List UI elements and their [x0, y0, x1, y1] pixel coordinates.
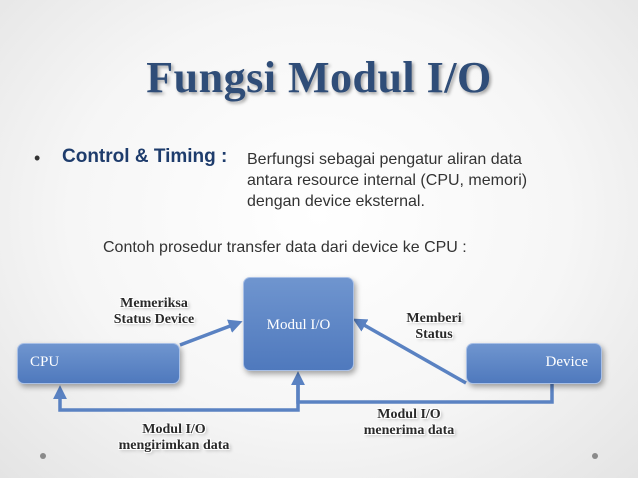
device-label: Device: [545, 354, 588, 370]
edge-label-line: Status: [415, 327, 453, 342]
edge-label-line: Modul I/O: [377, 407, 441, 422]
example-note: Contoh prosedur transfer data dari devic…: [103, 239, 467, 256]
edge-label-line: mengirimkan data: [118, 438, 230, 453]
description-line: antara resource internal (CPU, memori): [247, 172, 528, 189]
page-title: Fungsi Modul I/O: [146, 53, 492, 102]
edge-label-line: Memberi: [406, 311, 462, 326]
edge-label-memeriksa-status: Memeriksa Status Device: [98, 296, 210, 328]
description-line: dengan device eksternal.: [247, 193, 425, 210]
slide-corner-dot-icon: [40, 453, 46, 459]
description-line: Berfungsi sebagai pengatur aliran data: [247, 151, 522, 168]
modul-io-label: Modul I/O: [266, 317, 331, 333]
edge-label-line: Status Device: [113, 312, 195, 327]
modul-io-node: Modul I/O: [243, 277, 354, 371]
cpu-node: CPU: [17, 343, 180, 384]
device-node: Device: [466, 343, 602, 384]
bullet-term: Control & Timing :: [62, 146, 228, 167]
arrow-device-to-modul: [352, 318, 467, 385]
arrow-cpu-to-modul: [179, 319, 243, 347]
edge-label-memberi-status: Memberi Status: [392, 311, 476, 343]
slide-corner-dot-icon: [592, 453, 598, 459]
bullet-description: Berfungsi sebagai pengatur aliran data a…: [247, 149, 607, 212]
edge-label-line: menerima data: [363, 423, 455, 438]
cpu-label: CPU: [30, 354, 60, 370]
edge-label-mengirimkan-data: Modul I/O mengirimkan data: [104, 422, 244, 454]
bullet-point-icon: •: [34, 148, 41, 168]
edge-label-line: Memeriksa: [120, 296, 188, 311]
arrow-device-to-modul-data: [291, 371, 554, 404]
edge-label-line: Modul I/O: [142, 422, 206, 437]
edge-label-menerima-data: Modul I/O menerima data: [347, 407, 471, 439]
